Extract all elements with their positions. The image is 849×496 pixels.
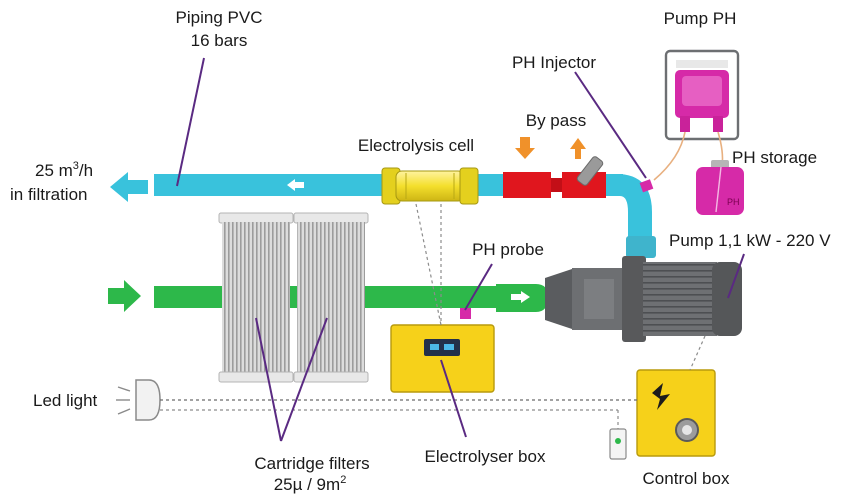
suction-pipe-direction-arrow bbox=[511, 291, 530, 303]
by-pass-label: By pass bbox=[526, 111, 586, 130]
control-box bbox=[636, 369, 716, 457]
return-pipe bbox=[154, 174, 392, 196]
bypass-down-arrow bbox=[515, 137, 535, 159]
pump-ph-label: Pump PH bbox=[664, 9, 737, 28]
piping-label-line1: Piping PVC bbox=[176, 8, 263, 27]
ph-injector bbox=[639, 179, 654, 193]
flow-rate-number: 25 m bbox=[35, 161, 73, 180]
pointer-lines bbox=[176, 57, 745, 442]
led-light bbox=[116, 379, 161, 421]
ph-probe bbox=[460, 308, 471, 319]
cartridge-filter-right bbox=[293, 212, 369, 383]
ph-storage-label: PH storage bbox=[732, 148, 817, 167]
cartridge-filters bbox=[218, 212, 369, 383]
cartridge-spec: 25µ / 9m bbox=[274, 475, 341, 494]
wiring bbox=[160, 203, 706, 429]
return-pipe-direction-arrow bbox=[287, 179, 304, 191]
electrolyser-box-label: Electrolyser box bbox=[425, 447, 546, 466]
pump-ph bbox=[664, 49, 740, 141]
lightning-icon bbox=[652, 383, 670, 410]
cartridge-filters-label-line2: 25µ / 9m2 bbox=[274, 474, 347, 494]
ph-injector-label: PH Injector bbox=[512, 53, 596, 72]
light-switch bbox=[609, 428, 627, 460]
flow-rate-unit: /h bbox=[79, 161, 93, 180]
control-box-label: Control box bbox=[643, 469, 730, 488]
ph-probe-label: PH probe bbox=[472, 240, 544, 259]
flow-rate-superscript: 3 bbox=[73, 160, 79, 172]
electrolysis-cell bbox=[381, 167, 479, 205]
flow-rate-label: 25 m3/h bbox=[35, 160, 93, 180]
pump-motor-label: Pump 1,1 kW - 220 V bbox=[669, 231, 831, 250]
cartridge-filter-left bbox=[218, 212, 294, 383]
cartridge-filters-label-line1: Cartridge filters bbox=[254, 454, 369, 473]
electrolyser-box bbox=[390, 324, 495, 393]
return-pipe-riser bbox=[626, 236, 656, 258]
ph-storage-tag: PH bbox=[727, 197, 740, 207]
electrolyser-display bbox=[424, 339, 460, 356]
bypass-up-arrow bbox=[570, 138, 586, 159]
piping-label-line2: 16 bars bbox=[191, 31, 248, 50]
led-light-label: Led light bbox=[33, 391, 98, 410]
bypass-valve bbox=[503, 137, 606, 198]
pump-motor bbox=[545, 256, 742, 342]
electrolysis-cell-label: Electrolysis cell bbox=[358, 136, 474, 155]
ph-storage-tank: PH bbox=[696, 160, 744, 215]
in-filtration-label: in filtration bbox=[10, 185, 87, 204]
ph-tube-to-injector bbox=[653, 131, 686, 181]
return-flow-arrow bbox=[110, 172, 148, 202]
suction-flow-arrow bbox=[108, 280, 141, 312]
cartridge-spec-superscript: 2 bbox=[340, 474, 346, 486]
bypass-handle bbox=[576, 156, 604, 186]
